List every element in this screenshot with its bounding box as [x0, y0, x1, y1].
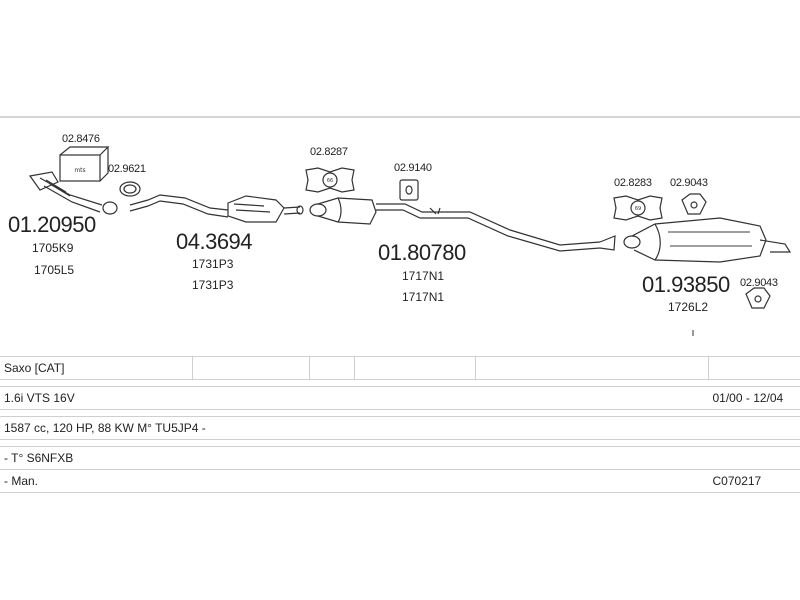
rubber-mount-icon-1	[399, 179, 419, 201]
vehicle-type: - T° S6NFXB	[0, 446, 800, 470]
accessory-code-mounting-kit: 02.8476	[62, 133, 100, 145]
svg-text:mts: mts	[74, 167, 85, 174]
svg-text:66: 66	[327, 178, 333, 184]
spec-row-gearbox: - Man. C070217	[0, 469, 800, 493]
vehicle-version: 1.6i VTS 16V	[0, 386, 709, 410]
part-code-flex-pipe: 01.20950	[8, 212, 96, 237]
flex-pipe-drawing	[28, 171, 118, 215]
accessory-code-rubber-mount-3: 02.9043	[740, 277, 778, 289]
part-ref-rear-silencer-1: 1726L2	[668, 300, 709, 314]
spec-row-model: Saxo [CAT]	[0, 356, 800, 380]
vehicle-years: 01/00 - 12/04	[708, 386, 800, 410]
accessory-code-clamp-2: 02.8283	[614, 177, 652, 189]
middle-silencer-drawing	[309, 197, 616, 252]
accessory-code-rubber-mount-1: 02.9140	[394, 162, 432, 174]
front-pipe-drawing	[129, 194, 304, 223]
clamp-icon-2: 69	[613, 195, 663, 221]
vehicle-gearbox: - Man.	[0, 469, 709, 493]
part-ref-flex-pipe-2: 1705L5	[34, 263, 75, 277]
part-code-front-pipe: 04.3694	[176, 229, 253, 254]
part-code-rear-silencer: 01.93850	[642, 272, 730, 297]
accessory-code-rubber-mount-2: 02.9043	[670, 177, 708, 189]
spec-row-version: 1.6i VTS 16V 01/00 - 12/04	[0, 386, 800, 410]
part-ref-front-pipe-2: 1731P3	[192, 278, 234, 292]
accessory-code-clamp-1: 02.8287	[310, 146, 348, 158]
rubber-mount-icon-3	[745, 287, 771, 309]
gasket-ring-icon	[119, 181, 141, 197]
vehicle-spec-table: Saxo [CAT] 1.6i VTS 16V 01/00 - 12/04 15…	[0, 356, 800, 493]
clamp-icon-1: 66	[305, 167, 355, 193]
part-code-middle-silencer: 01.80780	[378, 240, 466, 265]
spec-row-type: - T° S6NFXB	[0, 446, 800, 470]
catalog-code: C070217	[708, 469, 800, 493]
vehicle-model: Saxo [CAT]	[0, 356, 193, 380]
spec-row-engine: 1587 cc, 120 HP, 88 KW M° TU5JP4 -	[0, 416, 800, 440]
accessory-code-gasket-ring: 02.9621	[108, 163, 146, 175]
part-ref-middle-silencer-2: 1717N1	[402, 290, 445, 304]
part-ref-flex-pipe-1: 1705K9	[32, 241, 74, 255]
rubber-mount-icon-2	[681, 193, 707, 215]
rear-silencer-drawing	[623, 217, 792, 263]
frame-top-line	[0, 116, 800, 118]
vehicle-engine: 1587 cc, 120 HP, 88 KW M° TU5JP4 -	[0, 416, 800, 440]
part-ref-front-pipe-1: 1731P3	[192, 257, 234, 271]
mounting-kit-box-icon: mts	[59, 146, 110, 182]
part-ref-middle-silencer-1: 1717N1	[402, 269, 445, 283]
svg-text:69: 69	[635, 206, 641, 212]
exhaust-diagram: mts 66	[28, 146, 792, 336]
